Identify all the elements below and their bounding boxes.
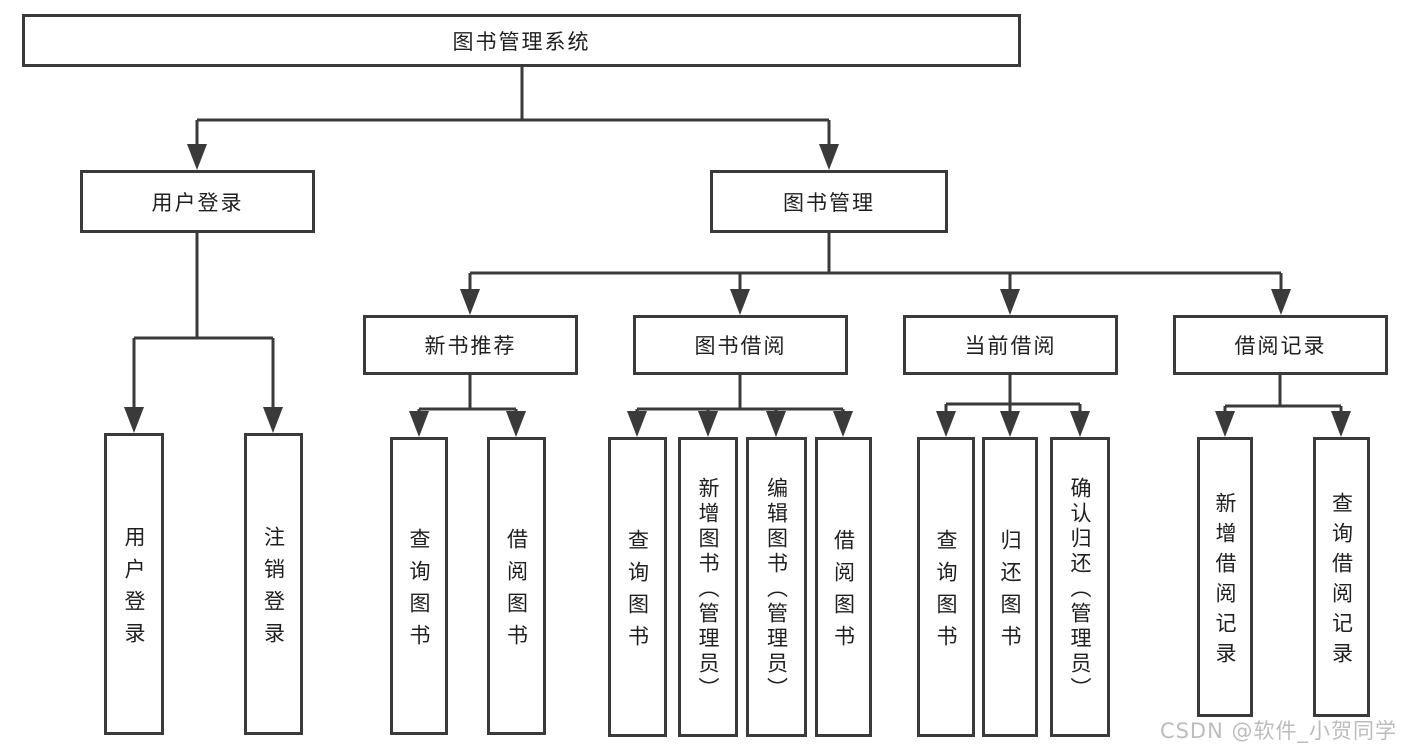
leaf-confirm-return-admin: 确认归还（管理员） (1050, 437, 1110, 737)
node-current-borrowing-label: 当前借阅 (964, 334, 1057, 358)
leaf-query-books-3: 查询图书 (917, 437, 975, 737)
leaf-query-books-label: 查询图书 (407, 527, 431, 656)
node-root-system: 图书管理系统 (22, 14, 1021, 67)
leaf-borrow-books-2: 借阅图书 (815, 437, 872, 737)
node-current-borrowing: 当前借阅 (903, 315, 1118, 375)
node-user-login-label: 用户登录 (151, 190, 244, 215)
leaf-query-borrow-record-label: 查询借阅记录 (1329, 491, 1354, 672)
leaf-add-books-admin-label: 新增图书（管理员） (696, 476, 720, 702)
leaf-query-borrow-record: 查询借阅记录 (1313, 437, 1370, 717)
leaf-return-books-label: 归还图书 (998, 528, 1022, 657)
leaf-edit-books-admin: 编辑图书（管理员） (746, 437, 807, 737)
leaf-borrow-books: 借阅图书 (487, 437, 546, 735)
leaf-confirm-return-admin-label: 确认归还（管理员） (1068, 476, 1092, 702)
node-root-label: 图书管理系统 (452, 29, 591, 54)
leaf-borrow-books-label: 借阅图书 (504, 527, 529, 656)
leaf-add-books-admin: 新增图书（管理员） (678, 437, 738, 737)
leaf-add-borrow-record-label: 新增借阅记录 (1213, 491, 1237, 672)
leaf-logout-label: 注销登录 (261, 525, 286, 654)
node-borrowing-records: 借阅记录 (1173, 315, 1388, 375)
leaf-user-login-label: 用户登录 (122, 525, 146, 654)
leaf-logout: 注销登录 (244, 433, 303, 735)
csdn-watermark: CSDN @软件_小贺同学 (1159, 719, 1397, 743)
leaf-edit-books-admin-label: 编辑图书（管理员） (764, 476, 789, 702)
node-book-management: 图书管理 (710, 170, 948, 233)
node-book-borrowing-label: 图书借阅 (694, 334, 787, 358)
node-new-book-recommendation-label: 新书推荐 (424, 334, 517, 358)
node-user-login: 用户登录 (80, 170, 315, 233)
node-borrowing-records-label: 借阅记录 (1234, 334, 1327, 358)
leaf-return-books: 归还图书 (982, 437, 1038, 737)
node-new-book-recommendation: 新书推荐 (363, 315, 578, 375)
leaf-query-books-3-label: 查询图书 (934, 528, 958, 657)
leaf-add-borrow-record: 新增借阅记录 (1197, 437, 1253, 717)
leaf-borrow-books-2-label: 借阅图书 (831, 528, 856, 657)
node-book-management-label: 图书管理 (783, 190, 875, 215)
node-book-borrowing: 图书借阅 (633, 315, 848, 375)
leaf-query-books-2: 查询图书 (608, 437, 667, 737)
leaf-query-books-2-label: 查询图书 (625, 528, 650, 657)
leaf-user-login: 用户登录 (104, 433, 164, 735)
leaf-query-books: 查询图书 (390, 437, 448, 735)
